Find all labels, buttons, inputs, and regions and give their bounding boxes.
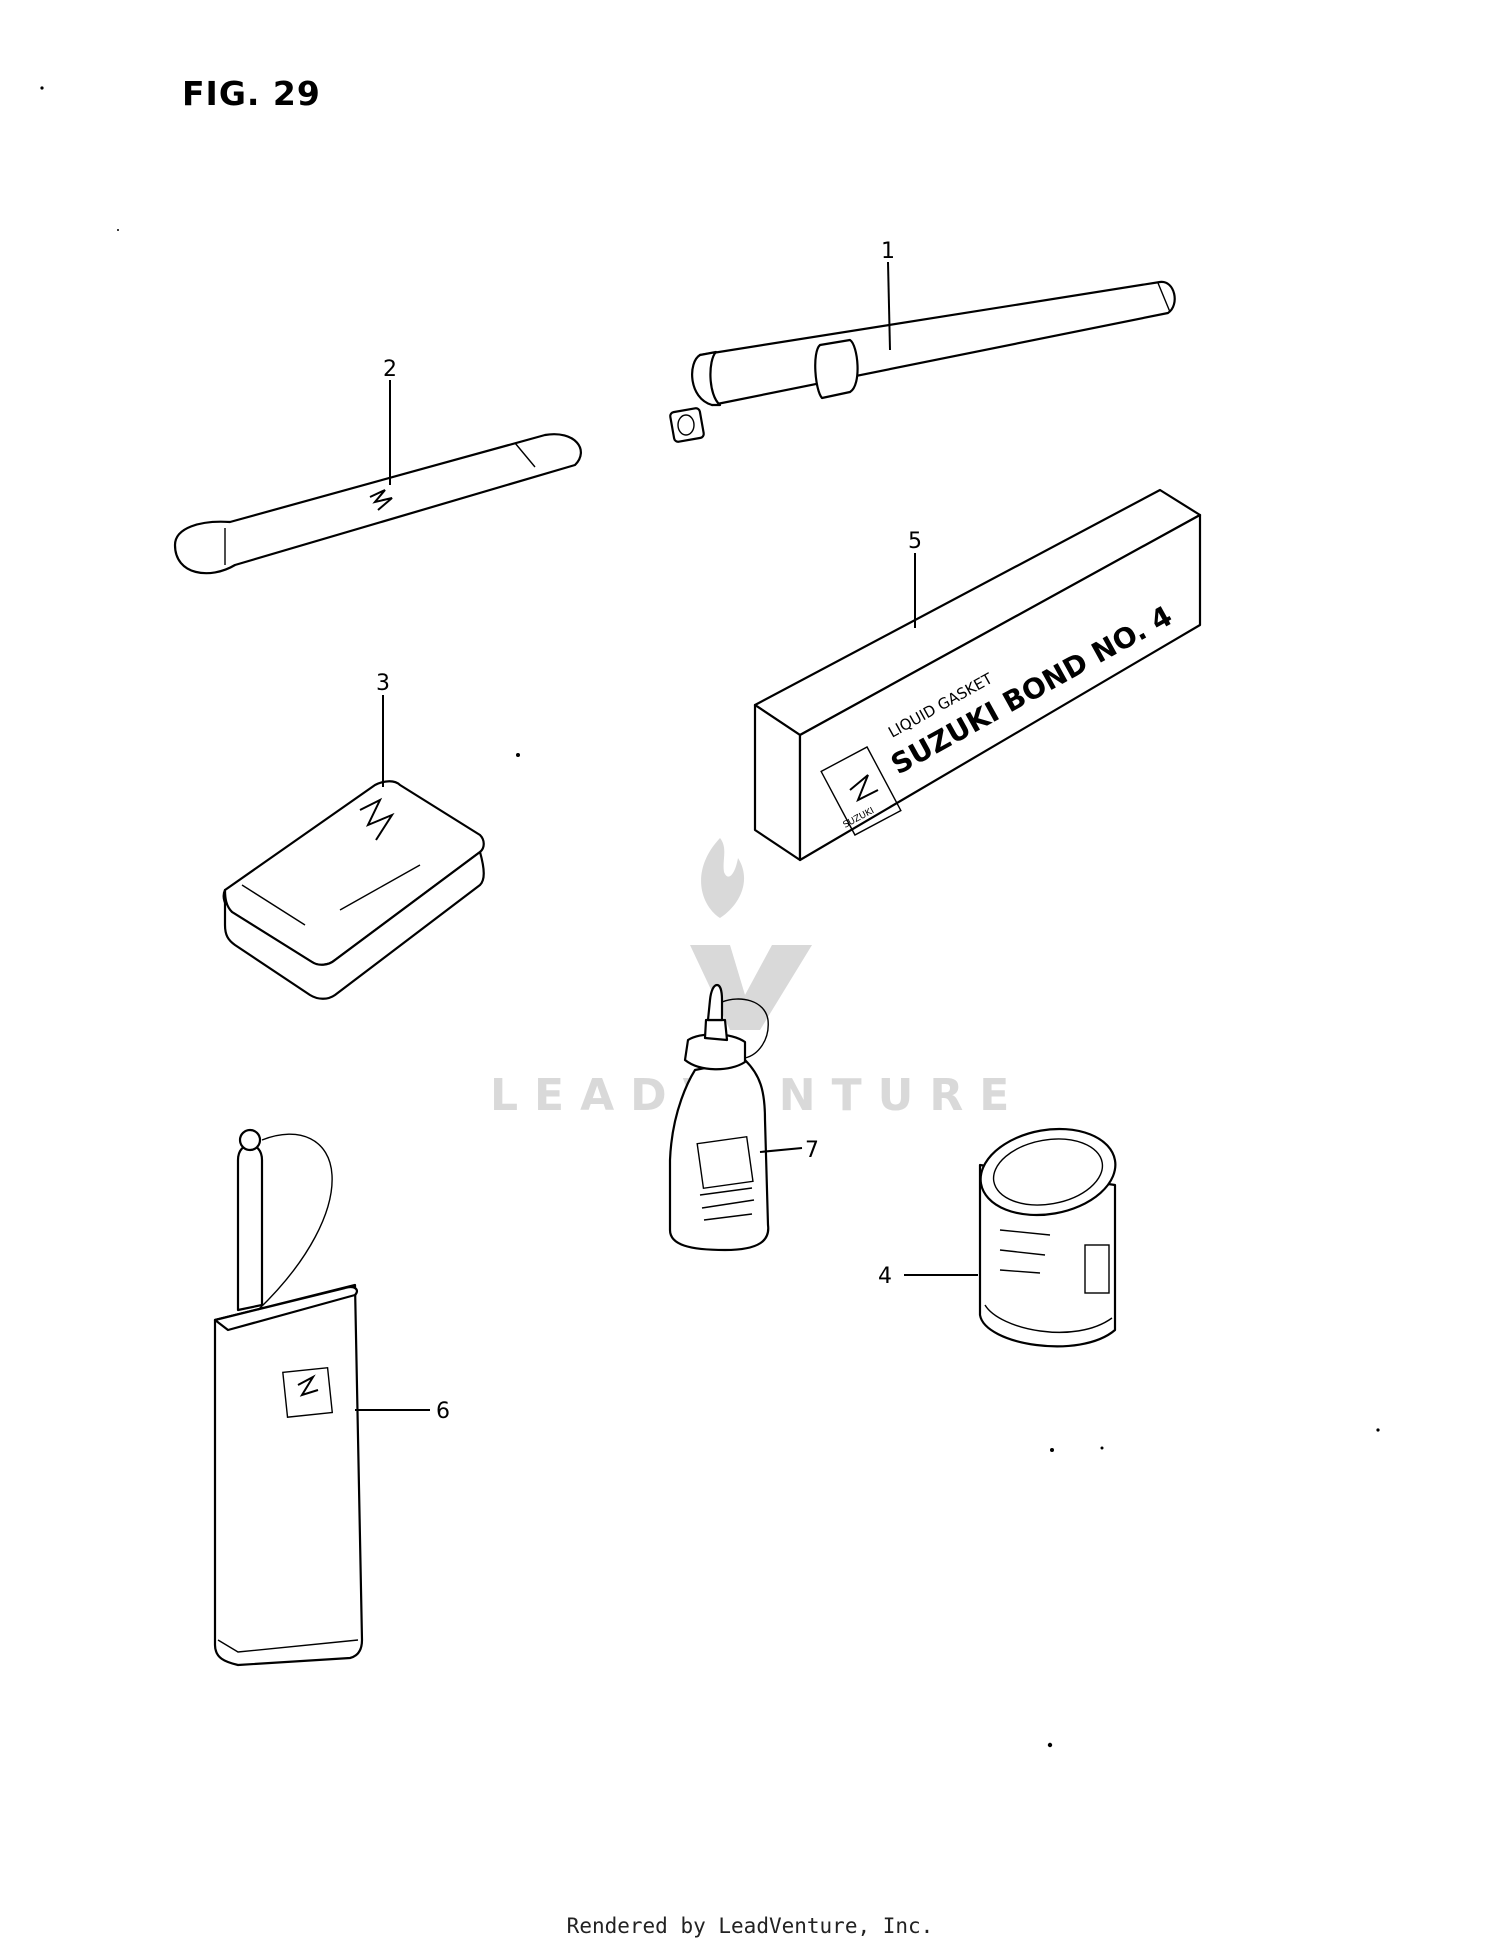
part-1-tube[interactable] <box>669 280 1176 443</box>
callout-labels: 1 2 3 4 5 6 7 <box>376 239 922 1424</box>
part-3-case[interactable] <box>222 780 485 1000</box>
figure-title: FIG. 29 <box>182 74 321 113</box>
callout-5: 5 <box>908 529 922 554</box>
callout-6: 6 <box>436 1399 450 1424</box>
callout-4: 4 <box>878 1264 892 1289</box>
flame-watermark-icon <box>701 838 745 918</box>
suzuki-logo-icon <box>849 774 879 803</box>
part-2-tire-lever[interactable] <box>173 433 582 575</box>
callout-1: 1 <box>881 239 895 264</box>
footer-credit: Rendered by LeadVenture, Inc. <box>566 1914 934 1938</box>
part-7-bottle[interactable] <box>668 983 770 1252</box>
leader-lines <box>355 261 978 1411</box>
suzuki-logo-icon <box>359 797 395 841</box>
part-5-bond-box[interactable]: LIQUID GASKET SUZUKI BOND NO. 4 SUZUKI <box>753 488 1202 862</box>
part-4-can[interactable] <box>974 1119 1123 1348</box>
callout-3: 3 <box>376 671 390 696</box>
callout-2: 2 <box>383 357 397 382</box>
suzuki-logo-icon <box>297 1374 319 1397</box>
suzuki-logo-icon <box>369 489 393 511</box>
scan-specks <box>40 86 1380 1748</box>
part-6-oil-can[interactable] <box>213 1128 364 1667</box>
callout-7: 7 <box>805 1138 819 1163</box>
